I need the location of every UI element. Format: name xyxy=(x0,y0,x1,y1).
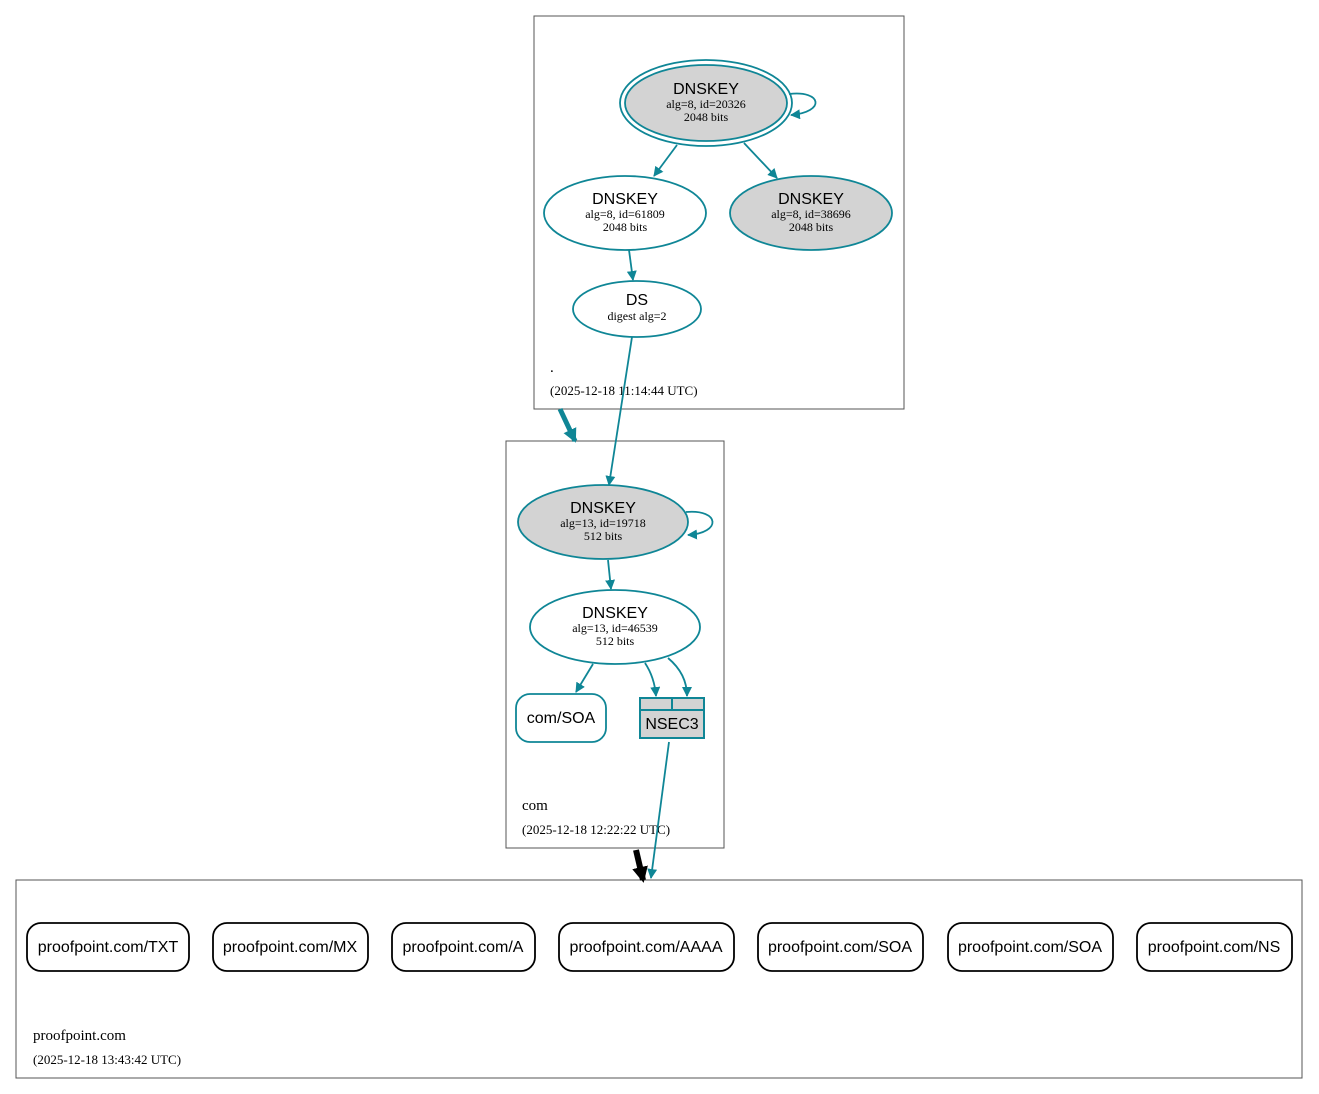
root-ds-title: DS xyxy=(626,292,648,309)
com-zsk-node[interactable]: DNSKEY alg=13, id=46539 512 bits xyxy=(529,589,701,665)
record-node-aaaa[interactable]: proofpoint.com/AAAA xyxy=(558,922,735,972)
record-label-ns: proofpoint.com/NS xyxy=(1148,939,1281,956)
record-node-mx[interactable]: proofpoint.com/MX xyxy=(212,922,369,972)
record-label-a: proofpoint.com/A xyxy=(403,939,524,956)
edge-com-zsk-to-nsec3-a xyxy=(644,662,661,697)
com-soa-node[interactable]: com/SOA xyxy=(515,693,607,743)
root-key3-bits: 2048 bits xyxy=(789,220,834,234)
delegation-root-to-com xyxy=(557,407,578,443)
root-zsk-title: DNSKEY xyxy=(592,191,658,208)
com-zsk-bits: 512 bits xyxy=(596,634,635,648)
edge-com-ksk-to-zsk xyxy=(605,559,616,590)
root-ksk-node[interactable]: DNSKEY alg=8, id=20326 2048 bits xyxy=(619,59,793,147)
edge-ds-to-com-ksk xyxy=(605,336,633,486)
root-ds-sub: digest alg=2 xyxy=(607,309,666,323)
root-ksk-bits: 2048 bits xyxy=(684,110,729,124)
edge-nsec3-to-proofpoint xyxy=(647,741,670,879)
zone-proofpoint-name: proofpoint.com xyxy=(33,1028,126,1044)
com-ksk-self-loop xyxy=(685,510,714,540)
edge-root-ksk-to-zsk xyxy=(653,144,678,177)
com-zsk-title: DNSKEY xyxy=(582,605,648,622)
record-label-soa-1: proofpoint.com/SOA xyxy=(768,939,912,956)
record-node-a[interactable]: proofpoint.com/A xyxy=(391,922,536,972)
root-ksk-title: DNSKEY xyxy=(673,81,739,98)
com-ksk-node[interactable]: DNSKEY alg=13, id=19718 512 bits xyxy=(517,484,689,560)
zone-com-time: (2025-12-18 12:22:22 UTC) xyxy=(522,822,670,837)
root-zsk-bits: 2048 bits xyxy=(603,220,648,234)
record-label-soa-2: proofpoint.com/SOA xyxy=(958,939,1102,956)
com-zsk-alg: alg=13, id=46539 xyxy=(572,621,658,635)
root-key3-title: DNSKEY xyxy=(778,191,844,208)
com-soa-label: com/SOA xyxy=(527,710,596,727)
root-key3-alg: alg=8, id=38696 xyxy=(771,207,851,221)
root-zsk-alg: alg=8, id=61809 xyxy=(585,207,665,221)
record-label-aaaa: proofpoint.com/AAAA xyxy=(570,939,723,956)
zone-root-name: . xyxy=(550,360,554,376)
record-node-soa-2[interactable]: proofpoint.com/SOA xyxy=(947,922,1114,972)
edge-root-ksk-to-key3 xyxy=(743,142,778,179)
record-label-txt: proofpoint.com/TXT xyxy=(38,939,179,956)
record-node-txt[interactable]: proofpoint.com/TXT xyxy=(26,922,190,972)
zone-proofpoint-box xyxy=(15,879,1303,1079)
zone-proofpoint-time: (2025-12-18 13:43:42 UTC) xyxy=(33,1052,181,1067)
com-ksk-bits: 512 bits xyxy=(584,529,623,543)
root-ksk-alg: alg=8, id=20326 xyxy=(666,97,746,111)
com-nsec3-node[interactable]: NSEC3 xyxy=(639,697,705,739)
com-ksk-title: DNSKEY xyxy=(570,500,636,517)
root-ksk-self-loop xyxy=(788,92,817,120)
root-zsk-node[interactable]: DNSKEY alg=8, id=61809 2048 bits xyxy=(543,175,707,251)
edge-com-zsk-to-soa xyxy=(575,663,594,693)
com-nsec3-label: NSEC3 xyxy=(645,716,698,733)
edge-com-zsk-to-nsec3-b xyxy=(667,657,692,697)
delegation-com-to-proofpoint xyxy=(632,849,648,883)
record-node-ns[interactable]: proofpoint.com/NS xyxy=(1136,922,1293,972)
root-ds-node[interactable]: DS digest alg=2 xyxy=(572,280,702,338)
edge-root-zsk-to-ds xyxy=(626,249,637,281)
record-node-soa-1[interactable]: proofpoint.com/SOA xyxy=(757,922,924,972)
com-ksk-alg: alg=13, id=19718 xyxy=(560,516,646,530)
zone-com-name: com xyxy=(522,798,548,814)
root-key3-node[interactable]: DNSKEY alg=8, id=38696 2048 bits xyxy=(729,175,893,251)
record-label-mx: proofpoint.com/MX xyxy=(223,939,358,956)
